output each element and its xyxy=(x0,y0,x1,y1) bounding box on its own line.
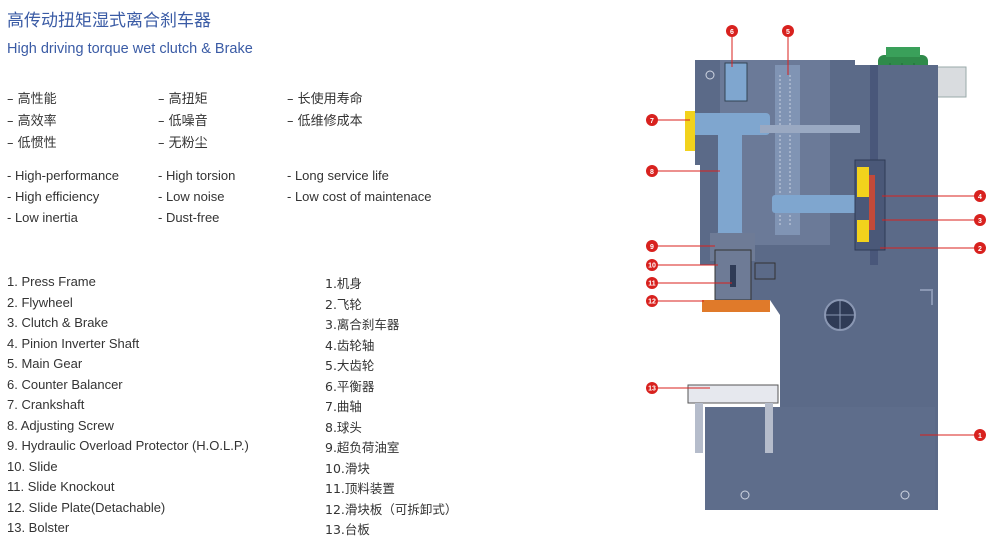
part-en: 13. Bolster xyxy=(7,520,70,535)
callout-13: 13 xyxy=(646,382,710,394)
feature-en: - Low inertia xyxy=(7,210,78,225)
feature-en: - High efficiency xyxy=(7,189,100,204)
svg-text:10: 10 xyxy=(648,263,656,270)
svg-text:7: 7 xyxy=(650,118,654,125)
part-cn: 7.曲轴 xyxy=(325,399,362,414)
part-en: 10. Slide xyxy=(7,458,58,474)
part-en: 4. Pinion Inverter Shaft xyxy=(7,335,140,351)
callout-11: 11 xyxy=(646,277,732,289)
feature-cn: – 低维修成本 xyxy=(287,114,363,129)
feature-cn: – 长使用寿命 xyxy=(287,92,363,107)
title-cn: 高传动扭矩湿式离合刹车器 xyxy=(7,11,211,31)
callout-3: 3 xyxy=(882,214,986,226)
svg-text:12: 12 xyxy=(648,299,656,306)
part-en: 7. Crankshaft xyxy=(7,397,85,412)
features-cn-col-1: – 高性能 – 高效率 – 低惯性 xyxy=(7,89,57,155)
crankshaft xyxy=(685,111,860,151)
part-cn: 13.台板 xyxy=(325,522,370,537)
part-cn: 4.齿轮轴 xyxy=(325,337,375,353)
svg-text:5: 5 xyxy=(786,29,790,36)
feature-en: - Low cost of maintenace xyxy=(287,189,432,204)
adjusting-screw xyxy=(717,135,743,250)
press-cross-section-diagram: 1 2 3 4 5 6 7 8 9 10 xyxy=(646,25,986,510)
part-en: 12. Slide Plate(Detachable) xyxy=(7,499,166,515)
svg-text:4: 4 xyxy=(978,194,982,201)
part-en: 3. Clutch & Brake xyxy=(7,315,109,330)
callout-2: 2 xyxy=(880,242,986,254)
svg-text:1: 1 xyxy=(978,433,982,440)
part-en: 8. Adjusting Screw xyxy=(7,417,114,433)
title-en: High driving torque wet clutch & Brake xyxy=(7,41,253,57)
part-en: 9. Hydraulic Overload Protector (H.O.L.P… xyxy=(7,438,249,453)
part-en: 11. Slide Knockout xyxy=(7,479,115,494)
part-cn: 1.机身 xyxy=(325,276,362,291)
feature-cn: – 低惯性 xyxy=(7,136,57,151)
parts-list-cn: 1.机身 2.飞轮 3.离合刹车器 4.齿轮轴 5.大齿轮 6.平衡器 7.曲轴… xyxy=(325,274,457,541)
features-en-col-2: - High torsion - Low noise - Dust-free xyxy=(158,165,235,228)
part-en: 1. Press Frame xyxy=(7,274,96,289)
bolster xyxy=(687,384,779,453)
callout-4: 4 xyxy=(882,190,986,202)
part-en: 2. Flywheel xyxy=(7,294,73,310)
svg-text:8: 8 xyxy=(650,169,654,176)
slide-plate xyxy=(702,300,770,312)
feature-cn: – 高效率 xyxy=(7,114,57,129)
clutch-brake xyxy=(854,159,886,251)
svg-text:13: 13 xyxy=(648,386,656,393)
parts-list-en: 1. Press Frame 2. Flywheel 3. Clutch & B… xyxy=(7,272,249,539)
part-cn: 12.滑块板（可拆卸式） xyxy=(325,501,458,517)
features-en-col-3: - Long service life - Low cost of mainte… xyxy=(287,165,432,207)
svg-text:6: 6 xyxy=(730,29,734,36)
part-cn: 3.离合刹车器 xyxy=(325,317,400,332)
part-cn: 6.平衡器 xyxy=(325,378,375,394)
features-cn-col-2: – 高扭矩 – 低噪音 – 无粉尘 xyxy=(158,89,208,155)
part-cn: 10.滑块 xyxy=(325,460,370,476)
svg-text:3: 3 xyxy=(978,218,982,225)
svg-text:2: 2 xyxy=(978,246,982,253)
callout-7: 7 xyxy=(646,114,690,126)
feature-en: - High torsion xyxy=(158,168,236,183)
svg-text:9: 9 xyxy=(650,244,654,251)
slide-assembly xyxy=(710,233,776,301)
feature-en: - Long service life xyxy=(287,168,389,183)
feature-cn: – 高性能 xyxy=(7,92,57,107)
feature-cn: – 高扭矩 xyxy=(158,92,208,107)
part-en: 6. Counter Balancer xyxy=(7,376,123,392)
part-cn: 2.飞轮 xyxy=(325,296,362,312)
callout-8: 8 xyxy=(646,165,720,177)
callout-9: 9 xyxy=(646,240,715,252)
features-cn-col-3: – 长使用寿命 – 低维修成本 xyxy=(287,89,363,133)
counter-balancer xyxy=(724,62,748,102)
callout-10: 10 xyxy=(646,259,718,271)
callout-12: 12 xyxy=(646,295,704,307)
feature-en: - High-performance xyxy=(7,168,119,183)
part-cn: 8.球头 xyxy=(325,419,362,435)
part-cn: 11.顶料装置 xyxy=(325,481,395,496)
feature-cn: – 低噪音 xyxy=(158,114,208,129)
callout-5: 5 xyxy=(782,25,794,75)
feature-cn: – 无粉尘 xyxy=(158,136,208,151)
callout-6: 6 xyxy=(726,25,738,67)
part-cn: 5.大齿轮 xyxy=(325,358,375,373)
part-en: 5. Main Gear xyxy=(7,356,83,371)
features-en-col-1: - High-performance - High efficiency - L… xyxy=(7,165,119,228)
part-cn: 9.超负荷油室 xyxy=(325,440,400,455)
feature-en: - Low noise xyxy=(158,189,225,204)
callout-1: 1 xyxy=(920,429,986,441)
feature-en: - Dust-free xyxy=(158,210,220,225)
svg-text:11: 11 xyxy=(648,281,656,288)
